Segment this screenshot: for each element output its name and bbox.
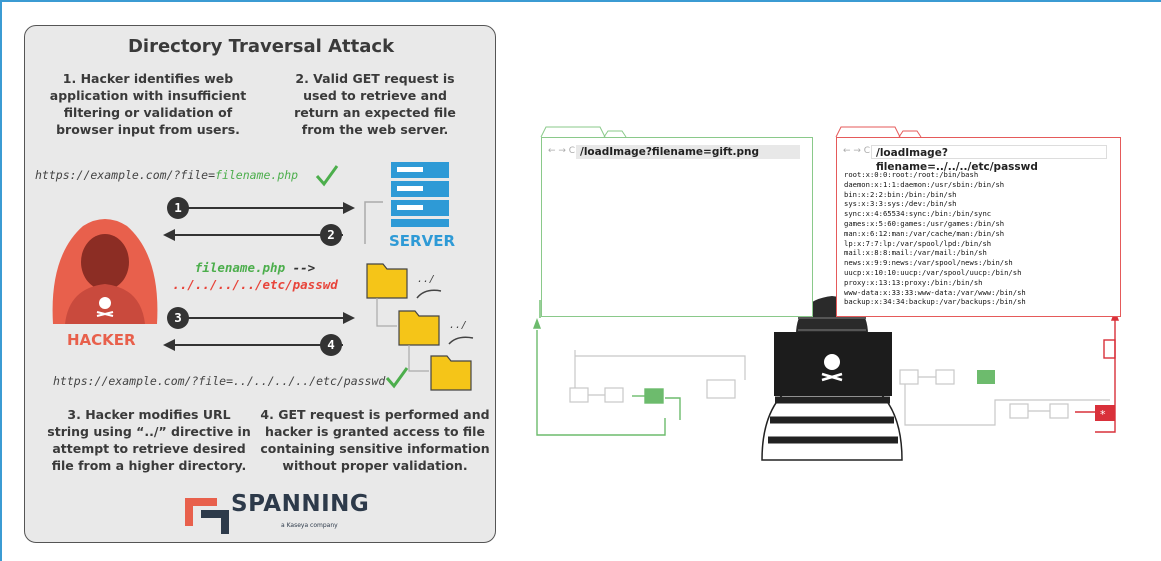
safe-flow-diagram	[532, 300, 681, 436]
infographic-title: Directory Traversal Attack	[127, 36, 395, 57]
folder-mark-2: ../	[449, 320, 468, 331]
valid-request-url: https://example.com/?file=filename.php	[35, 168, 299, 182]
hacker-icon	[52, 219, 158, 324]
check-icon-valid	[315, 165, 339, 187]
server-icon	[364, 162, 449, 244]
attack-request-url: https://example.com/?file=../../../../et…	[53, 374, 386, 388]
flow-node-green	[977, 370, 995, 384]
attack-node-star: *	[1100, 408, 1106, 421]
payload-from: filename.php -->	[194, 260, 316, 275]
gray-flow-diagram	[569, 350, 1110, 426]
spanning-logo-icon	[185, 498, 229, 534]
frame-left-border	[0, 0, 2, 561]
infographic-card: Directory Traversal Attack 1. Hacker ide…	[24, 25, 496, 543]
arrow-number-3: 3	[174, 310, 182, 325]
attack-node-icon	[1095, 405, 1115, 421]
hacker-label: HACKER	[67, 331, 136, 349]
safe-browser-tabs	[540, 126, 627, 138]
check-icon-attack	[385, 367, 409, 389]
server-label: SERVER	[389, 232, 456, 250]
arrow-number-1: 1	[174, 200, 182, 215]
attack-browser-tabs	[835, 126, 922, 138]
frame-top-border	[0, 0, 1161, 2]
infographic-artwork	[52, 162, 474, 534]
request-arrows-attack	[163, 307, 355, 356]
arrow-badge-1	[167, 197, 189, 219]
attack-browser-window: ← → C /loadImage?filename=../../../etc/p…	[836, 137, 1121, 317]
folder-mark-1: ../	[417, 274, 436, 285]
folder-icons	[366, 263, 474, 391]
safe-browser-window: ← → C /loadImage?filename=gift.png	[541, 137, 813, 317]
spanning-brand: SPANNING	[231, 491, 370, 517]
arrow-badge-2	[320, 224, 342, 246]
arrow-number-2: 2	[327, 227, 335, 242]
arrow-number-4: 4	[327, 337, 335, 352]
attack-address-bar[interactable]: /loadImage?filename=../../../etc/passwd	[871, 145, 1107, 173]
hooded-hacker-figure	[761, 296, 903, 461]
safe-browser-nav[interactable]: ← → C	[548, 146, 576, 156]
safe-address-bar[interactable]: /loadImage?filename=gift.png	[576, 145, 800, 159]
arrow-badge-4	[320, 334, 342, 356]
arrow-badge-3	[167, 307, 189, 329]
attack-browser-nav[interactable]: ← → C	[843, 146, 871, 156]
payload-to: ../../../../etc/passwd	[172, 277, 338, 292]
brand-subtitle: a Kaseya company	[281, 522, 338, 529]
request-arrows-valid	[163, 197, 355, 246]
